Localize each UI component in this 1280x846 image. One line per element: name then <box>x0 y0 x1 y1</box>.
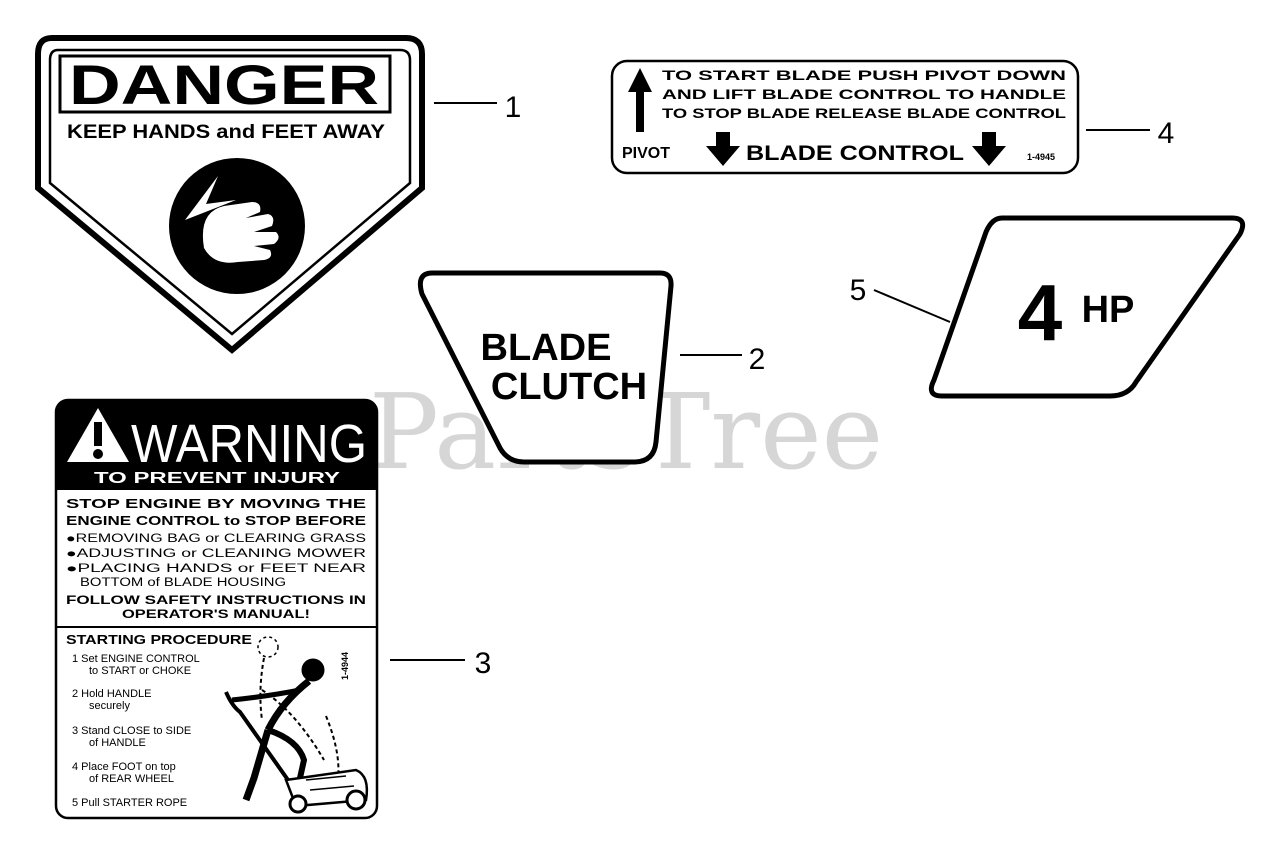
callout-1: 1 <box>505 91 522 124</box>
blade-control-line-3: TO STOP BLADE RELEASE BLADE CONTROL <box>662 105 1067 121</box>
leader-line-5 <box>873 289 951 323</box>
warning-triangle-icon <box>67 408 129 462</box>
blade-clutch-line-1: BLADE <box>481 327 612 369</box>
procedure-step-detail: of HANDLE <box>89 737 146 749</box>
hp-number: 4 <box>1018 268 1063 357</box>
warning-body-line: ●PLACING HANDS or FEET NEAR <box>66 563 366 575</box>
callout-5: 5 <box>850 274 867 307</box>
warning-subtitle: TO PREVENT INJURY <box>94 470 340 487</box>
warning-body-line: BOTTOM of BLADE HOUSING <box>80 577 286 589</box>
blade-control-line-2: AND LIFT BLADE CONTROL TO HANDLE <box>662 86 1066 102</box>
down-arrow-icon <box>706 132 740 166</box>
warning-body-line: ●REMOVING BAG or CLEARING GRASS <box>66 533 366 545</box>
hand-near-blade-icon <box>169 158 305 294</box>
pivot-label: PIVOT <box>622 145 670 162</box>
hp-unit: HP <box>1082 289 1135 331</box>
warning-part-number: 1-4944 <box>340 652 350 680</box>
warning-body-line: ENGINE CONTROL to STOP BEFORE <box>66 514 366 528</box>
blade-clutch-line-2: CLUTCH <box>491 366 647 408</box>
procedure-step: 1 Set ENGINE CONTROL <box>72 653 200 665</box>
procedure-step-detail: of REAR WHEEL <box>89 773 174 785</box>
procedure-step: 2 Hold HANDLE <box>72 688 151 700</box>
blade-control-label: BLADE CONTROL <box>746 142 964 165</box>
danger-title: DANGER <box>69 53 379 116</box>
operator-starting-mower-icon <box>224 636 369 814</box>
procedure-step: 4 Place FOOT on top <box>72 761 176 773</box>
blade-clutch-decal[interactable]: BLADE CLUTCH <box>417 270 674 465</box>
blade-control-line-1: TO START BLADE PUSH PIVOT DOWN <box>662 67 1066 83</box>
warning-body-line: FOLLOW SAFETY INSTRUCTIONS IN <box>66 593 366 607</box>
procedure-step-detail: to START or CHOKE <box>89 665 191 677</box>
warning-body-line: ●ADJUSTING or CLEANING MOWER <box>66 548 366 560</box>
procedure-step: 3 Stand CLOSE to SIDE <box>72 725 191 737</box>
danger-decal[interactable]: DANGER KEEP HANDS and FEET AWAY <box>35 35 425 354</box>
warning-title: WARNING <box>131 414 367 474</box>
warning-decal[interactable]: WARNING TO PREVENT INJURY STOP ENGINE BY… <box>54 398 379 820</box>
danger-subtitle: KEEP HANDS and FEET AWAY <box>67 122 385 143</box>
procedure-step: 5 Pull STARTER ROPE <box>72 797 187 809</box>
callout-3: 3 <box>475 647 492 680</box>
procedure-step-detail: securely <box>89 700 130 712</box>
starting-procedure-title: STARTING PROCEDURE <box>66 632 252 647</box>
blade-control-part-number: 1-4945 <box>1027 152 1055 162</box>
callout-2: 2 <box>749 343 766 376</box>
up-arrow-icon <box>628 68 652 132</box>
down-arrow-icon <box>972 132 1006 166</box>
callout-4: 4 <box>1158 117 1175 150</box>
hp-decal[interactable]: 4 HP <box>928 215 1246 399</box>
warning-body-line: STOP ENGINE BY MOVING THE <box>66 497 366 511</box>
warning-body-line: OPERATOR'S MANUAL! <box>122 607 310 621</box>
blade-control-decal[interactable]: TO START BLADE PUSH PIVOT DOWN AND LIFT … <box>610 59 1080 175</box>
